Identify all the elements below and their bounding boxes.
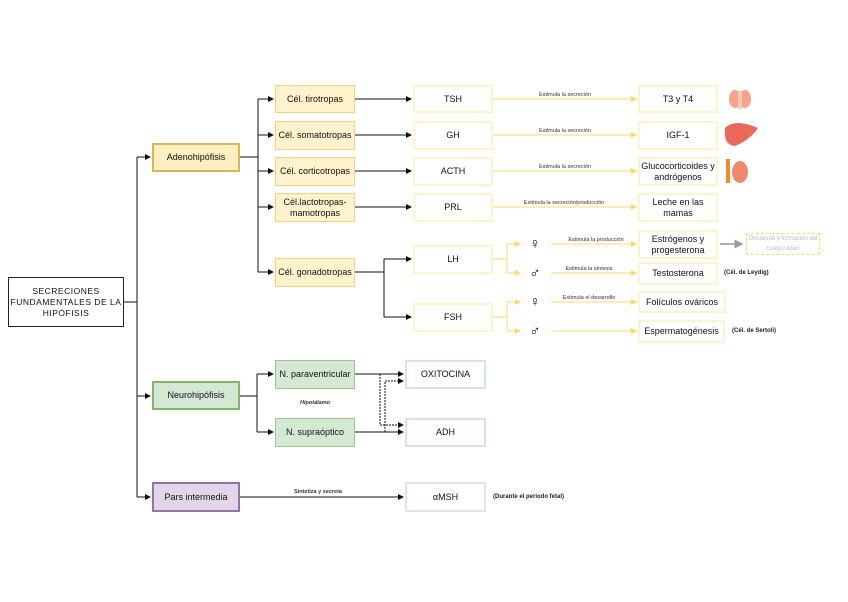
effect-label: Estimula la secreción/producción (523, 200, 605, 206)
female-icon: ♀ (529, 235, 541, 253)
fetal-note: (Durante el periodo fetal) (493, 494, 565, 500)
female-icon: ♀ (529, 293, 541, 311)
target-foliculos: Folículos ováricos (638, 291, 726, 313)
hormone-adh: ADH (405, 418, 486, 447)
pars-intermedia-node: Pars intermedia (152, 482, 240, 512)
hormone-prl: PRL (413, 193, 493, 222)
cell-gonadotropas: Cél. gonadotropas (275, 258, 355, 287)
effect-label: Estimula la síntesis (565, 266, 613, 272)
liver-icon (724, 123, 758, 146)
effect-label: Estimula el desarrollo (562, 295, 616, 301)
hormone-gh: GH (413, 121, 493, 150)
target-testosterona: Testosterona (638, 262, 718, 285)
leydig-note: (Cél. de Leydig) (724, 270, 769, 276)
kidney-adrenal-icon (726, 159, 748, 183)
pars-effect-label: Sintetiza y secreta (294, 489, 342, 495)
nucleus-paraventricular: N. paraventricular (275, 360, 355, 389)
target-t3-t4: T3 y T4 (638, 85, 718, 113)
effect-label: Estimula la secreción (539, 92, 591, 98)
cell-lactotropas: Cél.lactotropas-mamotropas (275, 193, 355, 222)
adenohipofisis-node: Adenohipófisis (152, 143, 240, 172)
effect-label: Estimula la secreción (539, 164, 591, 170)
target-estrogenos: Estrógenos y progesterona (638, 230, 718, 259)
ovulation-node: Ovulación y formación del cuerpo lúteo (746, 233, 820, 255)
root-node: SECRECIONES FUNDAMENTALES DE LA HIPÓFISI… (8, 277, 124, 327)
cell-tirotropas: Cél. tirotropas (275, 85, 355, 113)
hormone-amsh: αMSH (405, 482, 486, 512)
hormone-fsh: FSH (413, 303, 493, 332)
hormone-oxitocina: OXITOCINA (405, 360, 486, 389)
effect-label: Estimula la secreción (539, 128, 591, 134)
male-icon: ♂ (529, 264, 541, 282)
cell-somatotropas: Cél. somatotropas (275, 121, 355, 150)
thyroid-icon (729, 90, 751, 109)
hipotalamo-label: Hipotálamo (300, 400, 330, 406)
cell-corticotropas: Cél. corticotropas (275, 157, 355, 186)
hormone-lh: LH (413, 245, 493, 274)
effect-label: Estimula la producción (568, 237, 624, 243)
target-igf1: IGF-1 (638, 121, 718, 150)
sertoli-note: (Cél. de Sertoli) (732, 328, 777, 334)
target-leche: Leche en las mamas (638, 193, 718, 222)
neurohipofisis-node: Neurohipófisis (152, 381, 240, 410)
target-espermatogenesis: Espermatogénesis (638, 320, 725, 343)
hormone-tsh: TSH (413, 85, 493, 113)
male-icon: ♂ (529, 322, 541, 340)
nucleus-supraoptico: N. supraóptico (275, 418, 355, 447)
hormone-acth: ACTH (413, 157, 493, 186)
target-glucocorticoides: Glucocorticoides y andrógenos (638, 157, 718, 186)
